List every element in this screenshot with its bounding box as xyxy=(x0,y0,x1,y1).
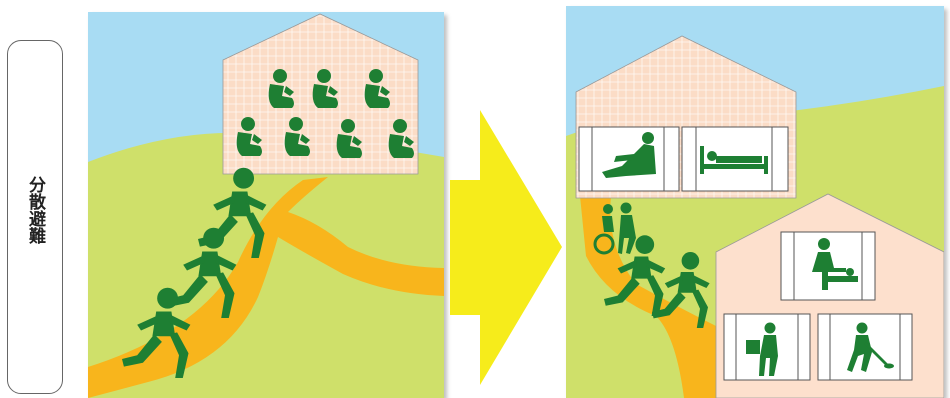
room-rest xyxy=(579,127,679,191)
side-label: 分散避難 xyxy=(24,176,46,244)
side-label-box: 分散避難 xyxy=(7,40,63,394)
before-scene xyxy=(88,12,444,398)
room-cleaning xyxy=(818,314,912,380)
room-supplies xyxy=(724,314,810,380)
room-childcare xyxy=(781,232,875,300)
after-scene xyxy=(566,6,944,398)
arrow-icon xyxy=(450,110,562,385)
room-bed xyxy=(682,127,788,191)
